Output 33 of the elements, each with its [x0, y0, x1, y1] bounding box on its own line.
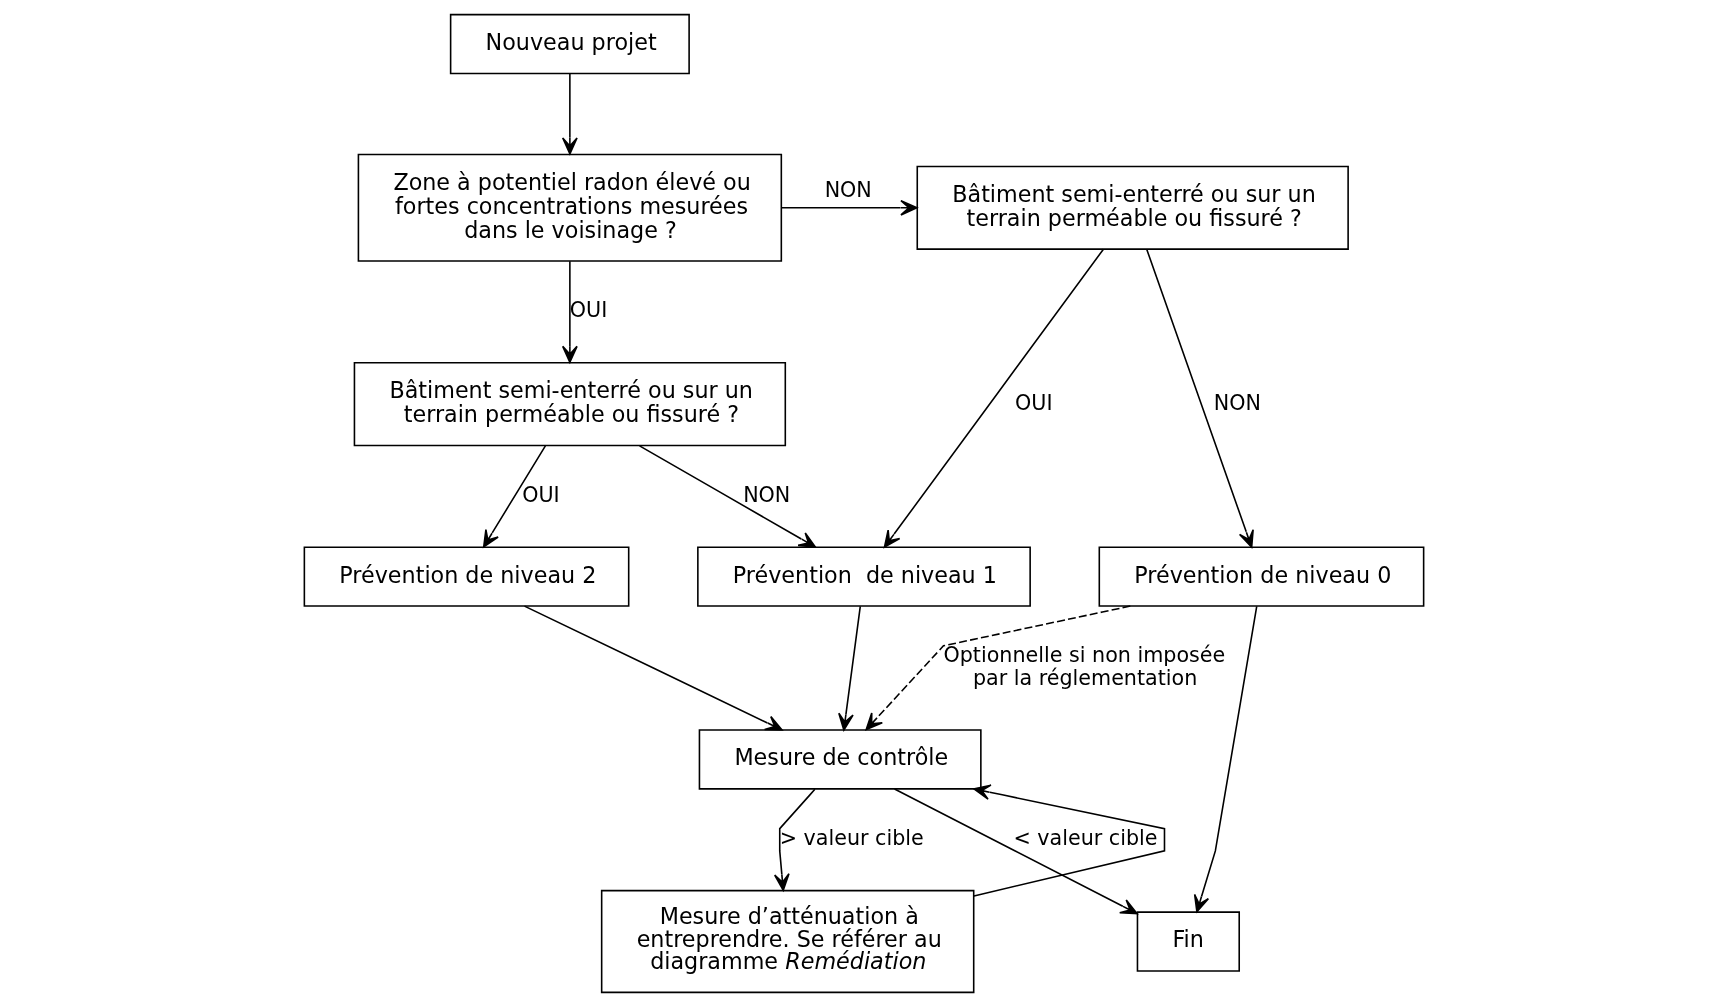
- edge-label: NON: [1213, 390, 1261, 415]
- arrow: [773, 788, 816, 891]
- edge-label: < valeur cible: [1012, 826, 1157, 851]
- node-box: Mesure de contrôle: [698, 729, 982, 790]
- node-box: Fin: [1136, 911, 1240, 972]
- node-box: Mesure d’atténuation à entreprendre. Se référer au diagramme Remédiation: [600, 889, 974, 994]
- arrow: [893, 788, 1138, 915]
- arrow: [883, 248, 1104, 548]
- node-box: Prévention de niveau 2: [303, 546, 629, 607]
- node-box: Bâtiment semi-enterré ou sur un terrain perméable ou fissuré ?: [353, 362, 786, 447]
- edge-label: > valeur cible: [779, 826, 924, 851]
- arrow: [561, 260, 578, 364]
- edge-label: OUI: [1014, 390, 1053, 415]
- edge-label: NON: [824, 178, 872, 203]
- arrow: [837, 605, 861, 731]
- edge-label: OUI: [521, 482, 560, 507]
- arrow: [972, 784, 1165, 897]
- arrow: [1145, 248, 1254, 548]
- edge-label: NON: [742, 482, 790, 507]
- arrow: [864, 605, 1131, 731]
- arrow: [523, 605, 783, 731]
- arrow: [780, 199, 918, 216]
- arrow: [638, 445, 816, 548]
- node-box: Prévention de niveau 0: [1098, 546, 1424, 607]
- node-box: Nouveau projet: [449, 13, 690, 75]
- arrow: [1193, 605, 1257, 913]
- edge-label: OUI: [569, 298, 607, 323]
- node-box: Bâtiment semi-enterré ou sur un terrain perméable ou fissuré ?: [915, 165, 1349, 250]
- node-box: Prévention de niveau 1: [696, 546, 1031, 607]
- arrow: [561, 72, 578, 155]
- edge-label: Optionnelle si non imposée par la réglementation: [942, 643, 1225, 690]
- node-box: Zone à potentiel radon élevé ou fortes concentrations mesurées dans le voisinage ?: [357, 153, 782, 262]
- arrow: [482, 445, 546, 548]
